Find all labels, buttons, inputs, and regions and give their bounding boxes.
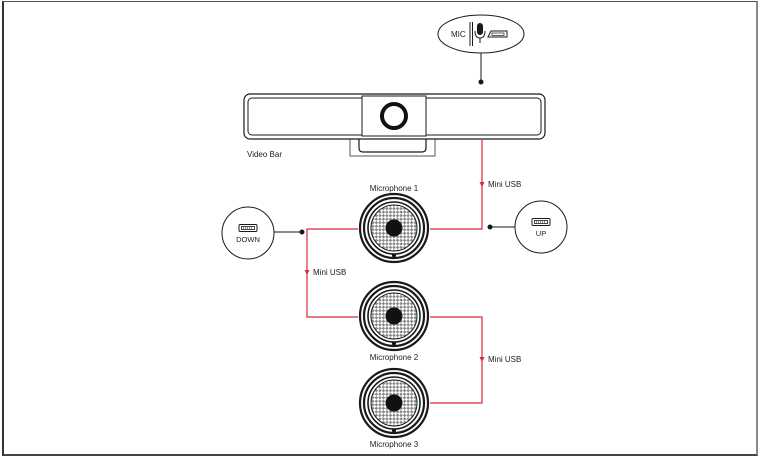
microphone-3-label: Microphone 3 (370, 440, 419, 449)
cable-label-3: Mini USB (488, 355, 521, 364)
arrow-down-icon (479, 182, 485, 187)
mic-port-badge: MIC (437, 14, 525, 54)
microphone-3 (358, 367, 430, 439)
mic-port-label: MIC (451, 30, 466, 39)
up-port-label: UP (536, 229, 546, 238)
down-port-label: DOWN (236, 235, 260, 244)
microphone-icon (474, 23, 486, 43)
microphone-2-label: Microphone 2 (370, 353, 419, 362)
video-bar-label: Video Bar (247, 150, 282, 159)
up-port-callout: UP (487, 200, 568, 254)
cable-mic1-to-videobar (430, 140, 483, 230)
microphone-1 (358, 192, 430, 264)
mini-usb-port-icon (487, 30, 508, 38)
microphone-1-label: Microphone 1 (370, 184, 419, 193)
arrow-down-icon (304, 270, 310, 275)
cable-mic2-to-mic3 (430, 316, 483, 404)
arrow-down-icon (479, 357, 485, 362)
microphone-2 (358, 280, 430, 352)
diagram-frame (2, 1, 758, 456)
video-bar-mount (349, 138, 436, 157)
camera-lens-icon (380, 102, 408, 130)
video-bar (243, 93, 546, 157)
badge-leader-dot (478, 79, 484, 85)
cable-label-1: Mini USB (488, 180, 521, 189)
down-port-callout: DOWN (221, 206, 305, 260)
cable-label-2: Mini USB (313, 268, 346, 277)
